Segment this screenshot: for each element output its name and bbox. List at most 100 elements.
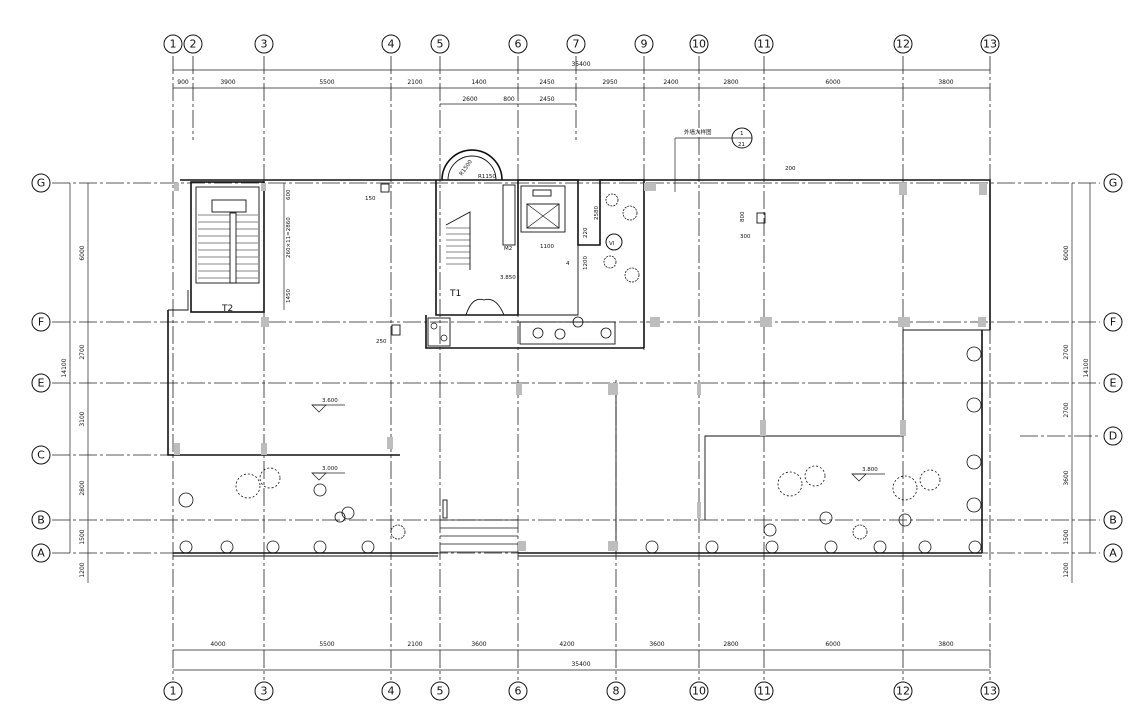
axis-top-6: 6 xyxy=(515,38,522,51)
right-dimensions: 14100 6000 2700 2700 3600 1500 1200 xyxy=(1063,183,1091,583)
top-dim-seg-1: 900 xyxy=(177,79,189,86)
arc-radius-1: R1150 xyxy=(478,174,496,180)
dim-150: 150 xyxy=(365,196,376,202)
axis-top-13: 13 xyxy=(983,38,997,51)
elevation-3000: 3.000 xyxy=(322,466,338,472)
stair-dim-note-2: 260×11=2860 xyxy=(286,217,292,258)
bottom-dim-seg-2: 5500 xyxy=(319,641,334,648)
left-dimensions: 14100 6000 2700 3100 2800 1500 1200 xyxy=(61,183,89,583)
dim-4: 4 xyxy=(566,261,570,267)
elevation-3800: 3.800 xyxy=(862,467,878,473)
left-dim-seg-4: 2800 xyxy=(79,480,86,495)
top-dim-seg-4: 2100 xyxy=(407,79,422,86)
dim-220: 220 xyxy=(583,227,589,238)
top-dim-seg-8: 2400 xyxy=(663,79,678,86)
axis-bottom-12: 12 xyxy=(896,685,910,698)
top-sub-dim-1: 2600 xyxy=(462,96,477,103)
right-dim-seg-5: 1500 xyxy=(1063,529,1070,544)
axis-bottom-3: 3 xyxy=(261,685,268,698)
axis-bottom-5: 5 xyxy=(437,685,444,698)
axis-right-E: E xyxy=(1110,377,1117,390)
dim-1200: 1200 xyxy=(583,256,589,270)
door-dim-note: M2 xyxy=(504,246,512,252)
bottom-dim-seg-4: 3600 xyxy=(471,641,486,648)
wall-thickness-note: 200 xyxy=(785,166,796,172)
right-dim-seg-2: 2700 xyxy=(1063,344,1070,359)
bottom-dim-seg-7: 2800 xyxy=(723,641,738,648)
top-dim-seg-5: 1400 xyxy=(471,79,486,86)
axis-bubbles-top: 1 2 3 4 5 6 7 9 10 11 12 13 xyxy=(163,34,1000,54)
door-width-note: 1100 xyxy=(540,244,554,250)
bottom-total-dim: 35400 xyxy=(571,661,590,668)
right-dim-seg-3: 2700 xyxy=(1063,402,1070,417)
axis-right-D: D xyxy=(1109,430,1117,443)
stair-dim-note-1: 600 xyxy=(286,189,292,200)
wall-fixtures: 300 800 250 150 200 xyxy=(365,166,796,345)
stair-t1-label: T1 xyxy=(449,289,461,299)
axis-top-5: 5 xyxy=(437,38,444,51)
room-tag-bubble xyxy=(605,233,623,251)
axis-top-2: 2 xyxy=(190,38,197,51)
axis-left-E: E xyxy=(38,377,45,390)
axis-bottom-6: 6 xyxy=(515,685,522,698)
bottom-dim-seg-5: 4200 xyxy=(559,641,574,648)
axis-right-B: B xyxy=(1109,514,1117,527)
left-total-dim: 14100 xyxy=(61,358,68,377)
axis-bottom-10: 10 xyxy=(692,685,706,698)
axis-bottom-8: 8 xyxy=(613,685,620,698)
axis-left-A: A xyxy=(37,547,45,560)
axis-right-F: F xyxy=(1110,316,1116,329)
right-dim-seg-4: 3600 xyxy=(1063,470,1070,485)
central-core: R1150 R1500 M2 T1 3.850 1100 2580 220 12… xyxy=(425,149,645,553)
axis-bottom-11: 11 xyxy=(757,685,771,698)
top-dim-seg-9: 2800 xyxy=(723,79,738,86)
stair-t2: T2 600 260×11=2860 1450 xyxy=(190,181,292,314)
axis-top-3: 3 xyxy=(261,38,268,51)
axis-bubbles-bottom: 1 3 4 5 6 8 10 11 12 13 xyxy=(163,681,1000,701)
axis-bubbles-left: G F E C B A xyxy=(31,173,51,563)
axis-top-1: 1 xyxy=(170,38,177,51)
detail-callout: 外墙大样图 1 21 xyxy=(674,127,753,192)
left-dim-seg-6: 1200 xyxy=(79,562,86,577)
detail-sheet: 21 xyxy=(738,142,745,148)
arc-radius-2: R1500 xyxy=(459,159,474,177)
axis-bubbles-right: G F E D B A xyxy=(1103,173,1123,563)
top-total-dim: 35400 xyxy=(571,61,590,68)
top-dim-seg-7: 2950 xyxy=(602,79,617,86)
dim-2580: 2580 xyxy=(594,206,600,220)
left-dim-seg-5: 1500 xyxy=(79,529,86,544)
vertical-grid-lines xyxy=(172,56,991,680)
top-sub-dim-2: 800 xyxy=(503,96,515,103)
axis-top-10: 10 xyxy=(692,38,706,51)
dim-300-a: 300 xyxy=(740,234,751,240)
elevation-markers: 3.600 3.000 3.800 xyxy=(311,398,885,482)
axis-left-C: C xyxy=(37,449,45,462)
elevation-3600: 3.600 xyxy=(322,398,338,404)
right-dim-seg-6: 1200 xyxy=(1063,562,1070,577)
top-dim-seg-3: 5500 xyxy=(319,79,334,86)
axis-top-12: 12 xyxy=(896,38,910,51)
axis-top-9: 9 xyxy=(641,38,648,51)
axis-bottom-1: 1 xyxy=(170,685,177,698)
bottom-dim-seg-9: 3800 xyxy=(938,641,953,648)
bottom-dim-seg-3: 2100 xyxy=(407,641,422,648)
right-dim-seg-1: 6000 xyxy=(1063,245,1070,260)
column-markers xyxy=(174,183,987,551)
bottom-dim-seg-1: 4000 xyxy=(210,641,225,648)
left-dim-seg-3: 3100 xyxy=(79,411,86,426)
room-tag: VI xyxy=(609,241,615,247)
bottom-dimensions: 4000 5500 2100 3600 4200 3600 2800 6000 … xyxy=(173,641,990,671)
axis-top-7: 7 xyxy=(573,38,580,51)
stair-dim-note-3: 1450 xyxy=(286,289,292,303)
detail-number: 1 xyxy=(740,131,744,137)
axis-left-G: G xyxy=(37,177,46,190)
landscape-plants xyxy=(178,193,982,554)
axis-bottom-4: 4 xyxy=(388,685,395,698)
left-dim-seg-1: 6000 xyxy=(79,245,86,260)
axis-top-4: 4 xyxy=(388,38,395,51)
axis-bottom-13: 13 xyxy=(983,685,997,698)
top-dim-seg-11: 3800 xyxy=(938,79,953,86)
horizontal-grid-lines xyxy=(52,182,1100,554)
building-outline xyxy=(167,179,991,557)
axis-right-G: G xyxy=(1109,177,1118,190)
